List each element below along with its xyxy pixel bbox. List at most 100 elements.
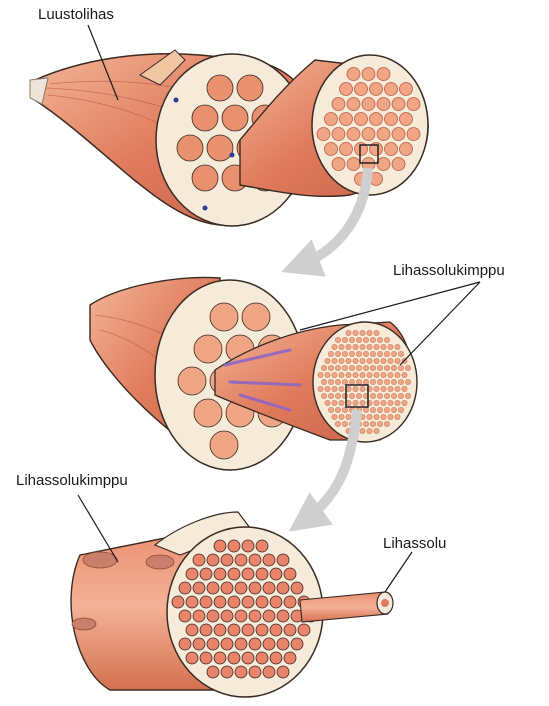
single-fibre-end-core xyxy=(381,599,389,607)
myofibril xyxy=(291,638,303,650)
label-muscle-fiber: Lihassolu xyxy=(383,535,446,552)
myofibril xyxy=(256,540,268,552)
muscle-fibre-cell xyxy=(362,128,375,141)
myofibril xyxy=(381,400,386,405)
myofibril xyxy=(332,344,337,349)
myofibril xyxy=(402,386,407,391)
myofibril xyxy=(374,428,379,433)
myofibril xyxy=(370,421,375,426)
myofibril xyxy=(249,582,261,594)
muscle-fibre-cell xyxy=(340,113,353,126)
myofibril xyxy=(377,365,382,370)
myofibril xyxy=(200,568,212,580)
myofibril xyxy=(374,386,379,391)
myofibril xyxy=(349,337,354,342)
myofibril xyxy=(342,351,347,356)
myofibril xyxy=(186,624,198,636)
myofibril xyxy=(374,372,379,377)
myofibril xyxy=(207,610,219,622)
myofibril xyxy=(346,358,351,363)
myofibril xyxy=(395,386,400,391)
myofibril xyxy=(214,652,226,664)
muscle-fibre-cell xyxy=(362,98,375,111)
myofibril xyxy=(349,351,354,356)
myofibril xyxy=(356,351,361,356)
myofibril xyxy=(377,393,382,398)
myofibril xyxy=(381,414,386,419)
myofibril xyxy=(339,414,344,419)
myofibril xyxy=(242,624,254,636)
muscle-fibre-cell xyxy=(347,68,360,81)
myofibril xyxy=(370,365,375,370)
myofibril xyxy=(342,365,347,370)
myofibril xyxy=(200,596,212,608)
myofibril xyxy=(339,344,344,349)
fibril-group-middle xyxy=(318,330,411,433)
myofibril xyxy=(339,358,344,363)
myofibril xyxy=(405,393,410,398)
fascicle-cell xyxy=(192,165,218,191)
myofibril xyxy=(332,414,337,419)
muscle-fibre-cell xyxy=(347,128,360,141)
myofibril xyxy=(370,379,375,384)
myofibril xyxy=(349,393,354,398)
myofibril xyxy=(363,351,368,356)
muscle-fibre-cell xyxy=(392,158,405,171)
nucleus xyxy=(146,555,174,569)
myofibril xyxy=(367,428,372,433)
myofibril xyxy=(242,652,254,664)
myofibril xyxy=(402,400,407,405)
myofibril xyxy=(235,554,247,566)
myofibril xyxy=(360,372,365,377)
myofibril xyxy=(353,344,358,349)
myofibril xyxy=(179,638,191,650)
muscle-fibre-cell xyxy=(355,83,368,96)
myofibril xyxy=(391,365,396,370)
myofibril xyxy=(405,365,410,370)
myofibril xyxy=(328,365,333,370)
myofibril xyxy=(249,610,261,622)
myofibril xyxy=(398,379,403,384)
label-fascicle-bottom: Lihassolukimppu xyxy=(16,472,128,489)
myofibril xyxy=(249,554,261,566)
myofibril xyxy=(221,610,233,622)
nucleus xyxy=(83,552,117,568)
myofibril xyxy=(277,554,289,566)
muscle-fibre-cell xyxy=(347,158,360,171)
myofibril xyxy=(256,624,268,636)
myofibril xyxy=(242,568,254,580)
myofibril xyxy=(335,379,340,384)
muscle-fibre-cell xyxy=(377,128,390,141)
myofibril xyxy=(388,386,393,391)
myofibril xyxy=(221,638,233,650)
muscle-fibre-cell xyxy=(392,128,405,141)
muscle-fibre-cell xyxy=(377,158,390,171)
myofibril xyxy=(256,568,268,580)
myofibril xyxy=(367,358,372,363)
muscle-fibre-cell xyxy=(377,98,390,111)
myofibril xyxy=(277,610,289,622)
myofibril xyxy=(200,652,212,664)
muscle-fibre-cell xyxy=(332,98,345,111)
myofibril xyxy=(270,652,282,664)
myofibril xyxy=(249,638,261,650)
fibre-bundle-illustration xyxy=(71,512,393,697)
myofibril xyxy=(374,400,379,405)
myofibril xyxy=(228,652,240,664)
myofibril xyxy=(349,379,354,384)
myofibril xyxy=(277,666,289,678)
myofibril xyxy=(325,400,330,405)
myofibril xyxy=(221,582,233,594)
myofibril xyxy=(328,393,333,398)
myofibril xyxy=(388,414,393,419)
myofibril xyxy=(388,400,393,405)
myofibril xyxy=(402,372,407,377)
myofibril xyxy=(284,652,296,664)
myofibril xyxy=(367,414,372,419)
myofibril xyxy=(235,638,247,650)
myofibril xyxy=(398,365,403,370)
muscle-fibre-cell xyxy=(340,83,353,96)
myofibril xyxy=(277,582,289,594)
muscle-fibre-cell xyxy=(242,303,270,331)
